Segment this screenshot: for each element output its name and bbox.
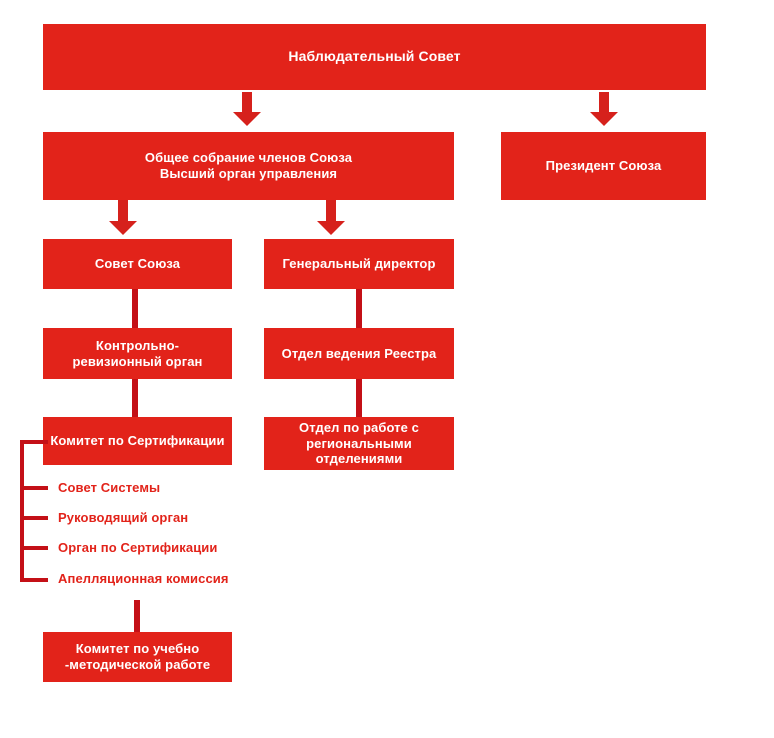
- node-union-council[interactable]: Совет Союза: [43, 239, 232, 289]
- node-president[interactable]: Президент Союза: [501, 132, 706, 200]
- connector-director-to-registry: [356, 289, 362, 328]
- list-item-council-of-system[interactable]: Совет Системы: [58, 480, 161, 495]
- arrow-board-to-assembly: [233, 92, 261, 126]
- arrow-board-to-president: [590, 92, 618, 126]
- node-supervisory-board[interactable]: Наблюдательный Совет: [43, 24, 706, 90]
- list-item-governing-body[interactable]: Руководящий орган: [58, 510, 189, 525]
- node-regional-department[interactable]: Отдел по работе с региональными отделени…: [264, 417, 454, 470]
- connector-to-education-committee: [134, 600, 140, 632]
- connector-audit-to-certification: [132, 379, 138, 418]
- bracket-stub-3: [20, 546, 48, 550]
- bracket-stub-2: [20, 516, 48, 520]
- bracket-stub-4: [20, 578, 48, 582]
- list-item-certification-body[interactable]: Орган по Сертификации: [58, 540, 218, 555]
- node-general-assembly[interactable]: Общее собрание членов Союза Высший орган…: [43, 132, 454, 200]
- bracket-spine: [20, 440, 24, 582]
- bracket-stub-1: [20, 486, 48, 490]
- node-registry-department[interactable]: Отдел ведения Реестра: [264, 328, 454, 379]
- arrow-assembly-to-director: [317, 200, 345, 236]
- arrow-assembly-to-council: [109, 200, 137, 236]
- list-item-appeals-commission[interactable]: Апелляционная комиссия: [58, 571, 229, 586]
- node-education-committee[interactable]: Комитет по учебно -методической работе: [43, 632, 232, 682]
- node-certification-committee[interactable]: Комитет по Сертификации: [43, 417, 232, 465]
- bracket-stub-committee: [20, 440, 48, 444]
- node-audit-body[interactable]: Контрольно- ревизионный орган: [43, 328, 232, 379]
- connector-council-to-audit: [132, 289, 138, 328]
- connector-registry-to-regional: [356, 379, 362, 417]
- node-general-director[interactable]: Генеральный директор: [264, 239, 454, 289]
